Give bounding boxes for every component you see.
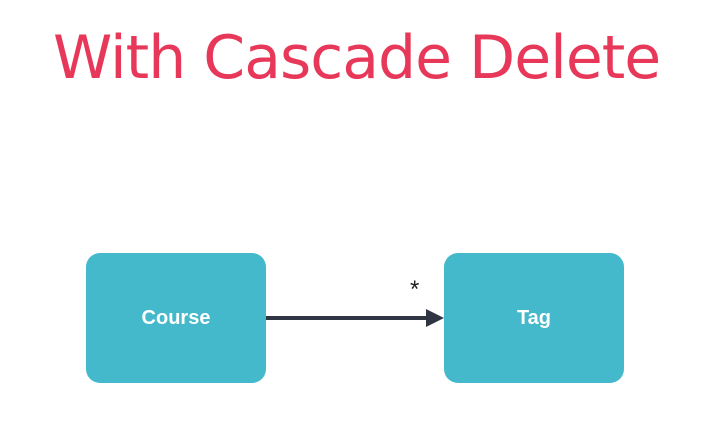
tag-entity-box: Tag <box>444 253 624 383</box>
course-entity-box: Course <box>86 253 266 383</box>
target-multiplicity-label: * <box>410 276 420 303</box>
course-entity-label: Course <box>141 306 211 329</box>
slide-title: With Cascade Delete <box>53 23 661 93</box>
relationship-arrow-head-icon <box>426 309 444 327</box>
tag-entity-label: Tag <box>516 306 552 329</box>
